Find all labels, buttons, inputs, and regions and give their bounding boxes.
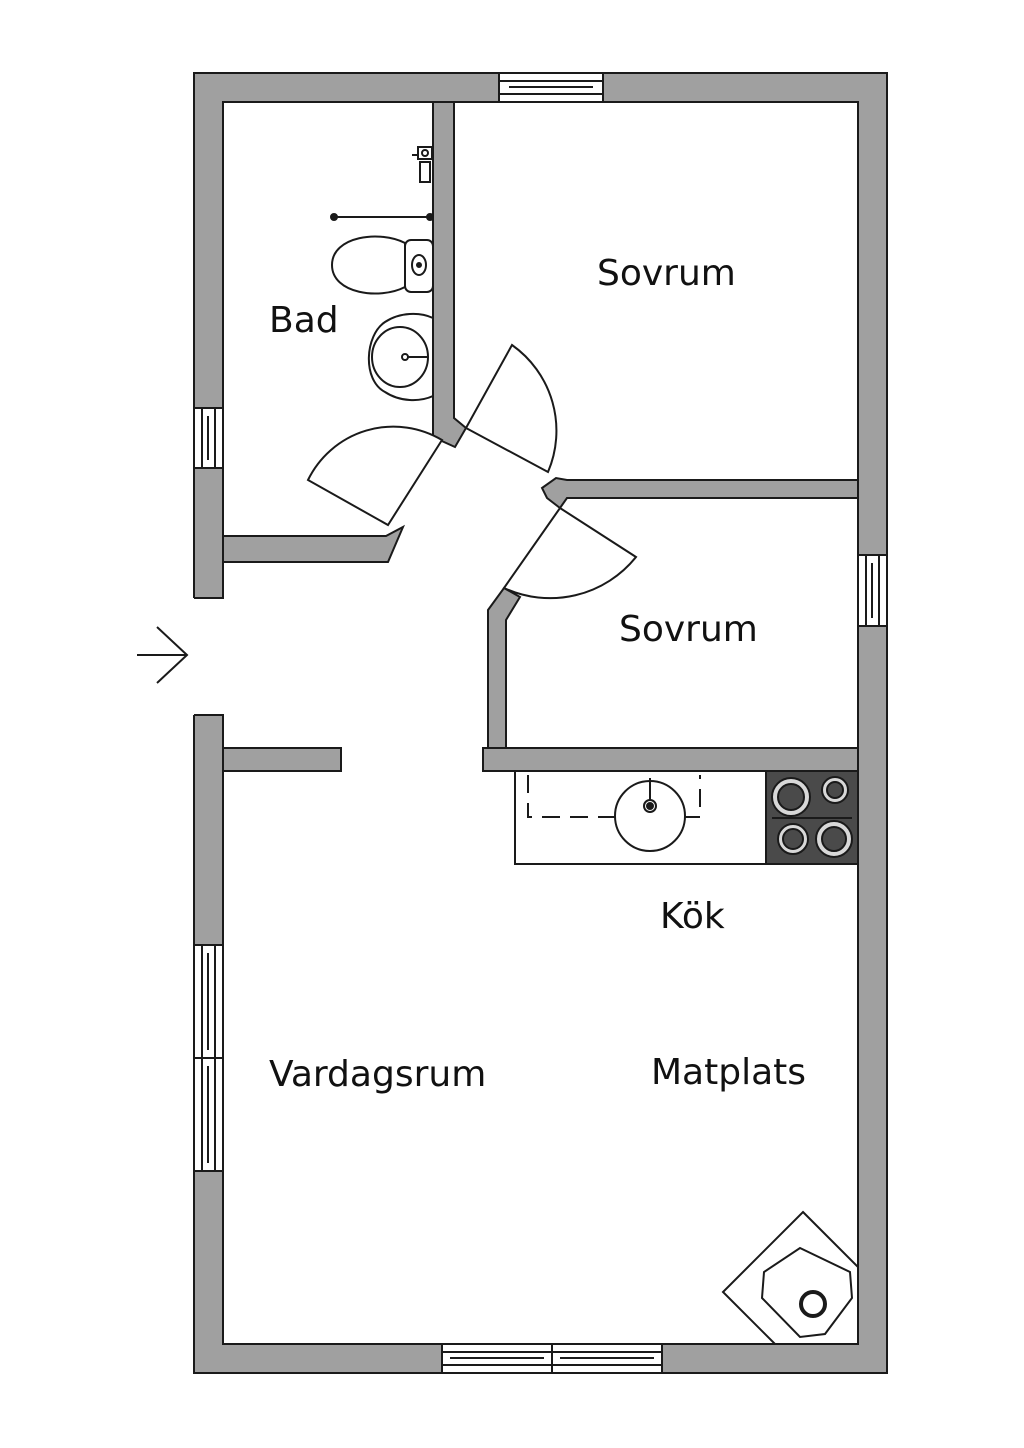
walls bbox=[193, 72, 888, 1374]
window-sovrum-2 bbox=[857, 554, 888, 627]
entrance-opening bbox=[192, 598, 224, 715]
room-label-sovrum-2: Sovrum bbox=[619, 609, 758, 650]
wall-vardagsrum-stub bbox=[222, 747, 342, 772]
wall-sovrum-2-left bbox=[487, 586, 522, 749]
bathroom-fixtures bbox=[330, 146, 434, 402]
room-label-sovrum-1: Sovrum bbox=[597, 253, 736, 294]
toilet-icon bbox=[330, 235, 434, 295]
room-label-kok: Kök bbox=[660, 896, 725, 937]
door-sovrum-2 bbox=[502, 506, 638, 600]
door-swings bbox=[306, 343, 638, 600]
fireplace-icon bbox=[721, 1210, 859, 1345]
door-bad bbox=[306, 425, 444, 527]
wall-bad-bottom bbox=[222, 524, 406, 563]
outer-wall bbox=[193, 72, 888, 1374]
wall-sovrum-1-bottom bbox=[540, 476, 859, 510]
wall-bad-sovrum bbox=[432, 101, 468, 449]
door-sovrum-1 bbox=[464, 343, 558, 474]
shower-rail bbox=[330, 213, 434, 221]
window-matplats bbox=[441, 1343, 663, 1374]
counter-dashed-outline bbox=[527, 775, 701, 818]
kitchen-sink-icon bbox=[614, 778, 686, 852]
openings bbox=[192, 72, 888, 1374]
kitchen-counter bbox=[514, 770, 767, 865]
room-label-vardagsrum: Vardagsrum bbox=[269, 1054, 486, 1095]
stove-icon bbox=[765, 770, 859, 865]
wall-sovrum-2-bottom bbox=[482, 747, 859, 772]
room-label-bad: Bad bbox=[269, 300, 339, 341]
arrow-right-icon bbox=[137, 626, 189, 684]
window-bad bbox=[193, 407, 224, 469]
room-labels: Bad Sovrum Sovrum Kök Vardagsrum Matplat… bbox=[269, 253, 806, 1095]
shower-mixer-icon bbox=[412, 146, 433, 183]
window-sovrum-1 bbox=[498, 72, 604, 103]
washbasin-icon bbox=[367, 312, 434, 402]
room-label-matplats: Matplats bbox=[651, 1052, 806, 1093]
window-vardagsrum bbox=[193, 944, 224, 1172]
